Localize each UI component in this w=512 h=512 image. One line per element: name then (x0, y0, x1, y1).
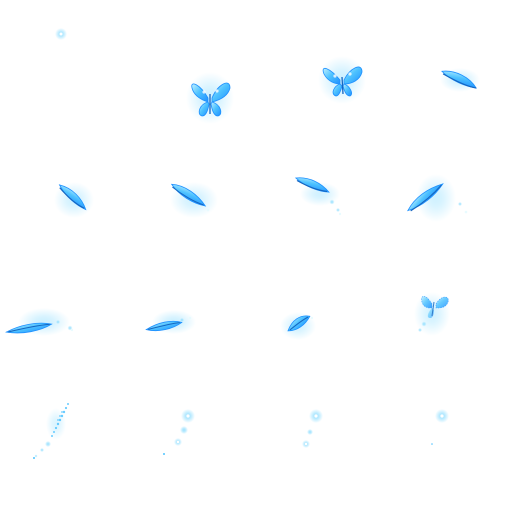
frame-3 (256, 0, 384, 128)
frame-6 (128, 128, 256, 256)
frame-12 (384, 256, 512, 384)
butterfly-icon (5, 308, 74, 336)
frame-10 (128, 256, 256, 384)
frame-2 (128, 0, 256, 128)
sparkle-icon (302, 409, 323, 448)
frame-4 (384, 0, 512, 128)
butterfly-icon (414, 292, 450, 336)
frame-1 (0, 0, 128, 128)
frame-13 (0, 384, 128, 512)
frame-11 (256, 256, 384, 384)
butterfly-icon (407, 174, 468, 222)
sparkle-icon (33, 403, 69, 459)
butterfly-icon (440, 68, 480, 92)
butterfly-icon (186, 72, 234, 124)
frame-15 (256, 384, 384, 512)
frame-16 (384, 384, 512, 512)
butterfly-icon (294, 177, 342, 216)
frame-5 (0, 128, 128, 256)
butterfly-icon (170, 182, 218, 218)
frame-14 (128, 384, 256, 512)
butterfly-icon (318, 56, 366, 104)
frame-7 (256, 128, 384, 256)
butterfly-icon (54, 182, 94, 218)
sparkle-icon (163, 409, 195, 455)
sparkle-icon (55, 28, 67, 40)
butterfly-icon (280, 312, 316, 340)
sparkle-icon (431, 409, 449, 445)
frame-9 (0, 256, 128, 384)
frame-8 (384, 128, 512, 256)
butterfly-icon (145, 310, 196, 334)
